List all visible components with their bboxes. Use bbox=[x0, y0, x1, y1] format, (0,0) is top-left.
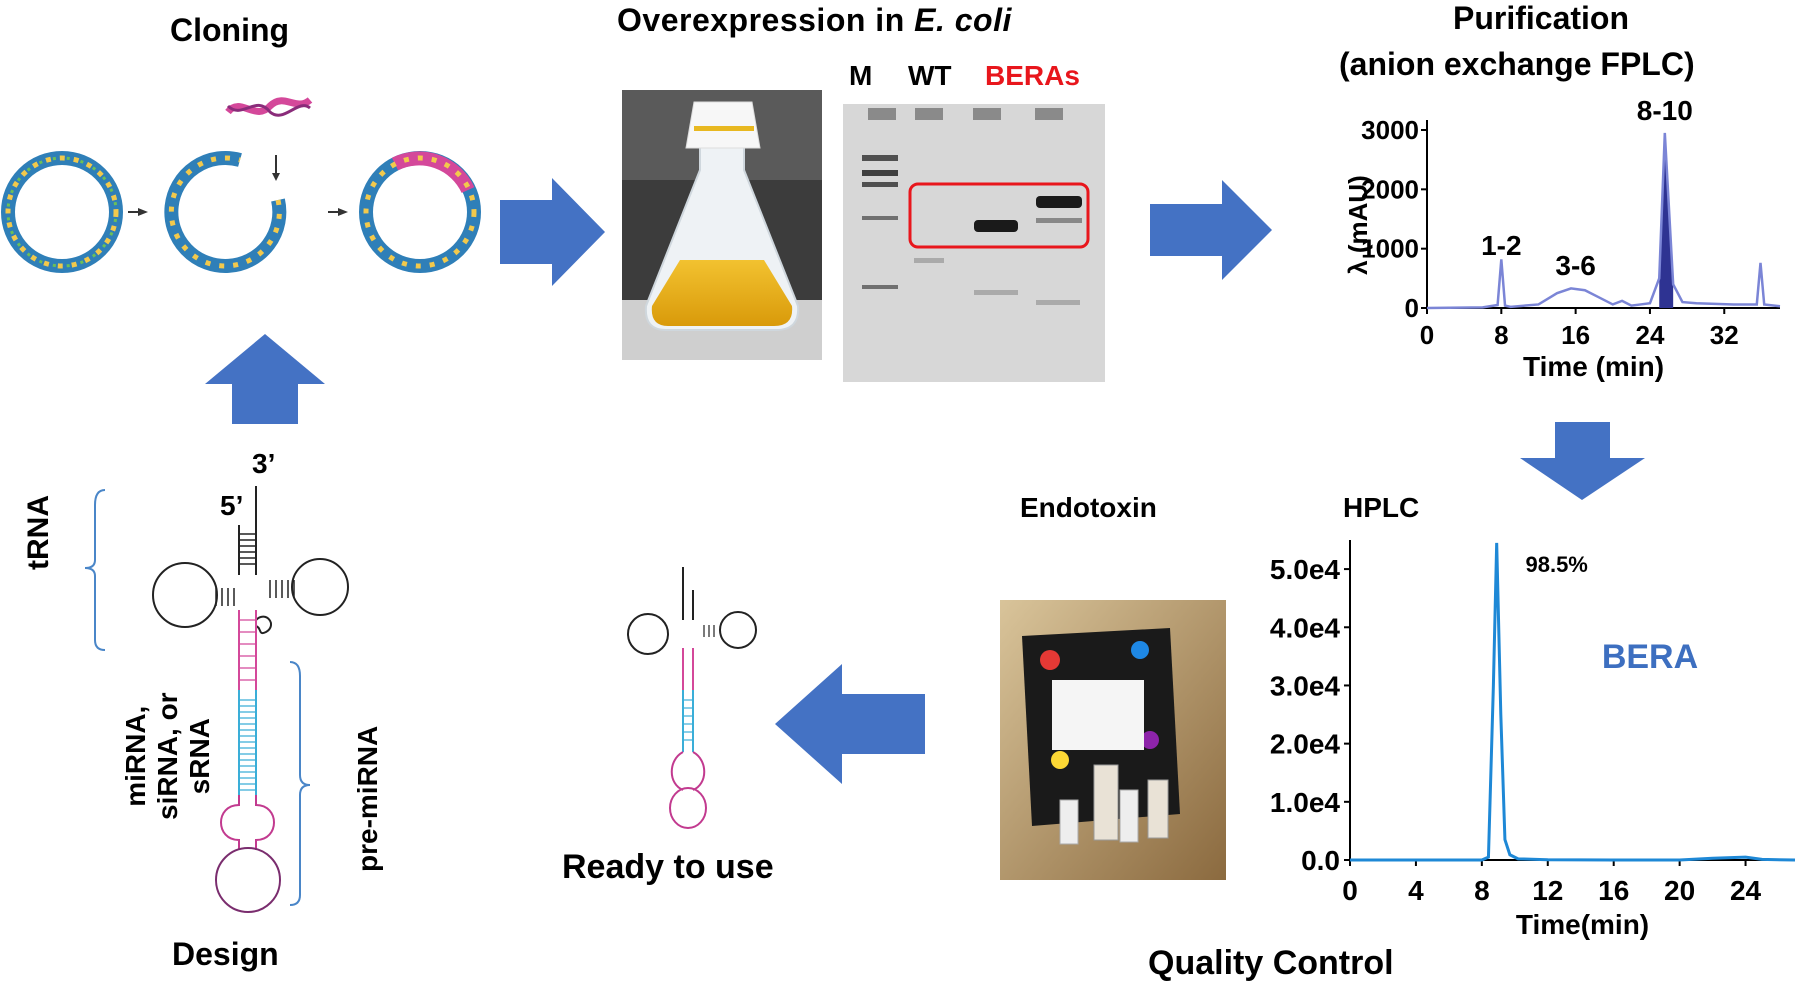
gel-lane-m: M bbox=[849, 60, 873, 91]
gel-image bbox=[843, 104, 1105, 382]
purification-title: Purification bbox=[1453, 0, 1630, 36]
fplc-x-tick-label: 0 bbox=[1420, 320, 1434, 350]
trna-structure-icon bbox=[152, 486, 349, 635]
hplc-x-tick-label: 8 bbox=[1474, 875, 1490, 906]
fplc-peak-fill bbox=[1659, 132, 1674, 308]
ecoli-text: E. coli bbox=[914, 2, 1012, 38]
hplc-x-tick-label: 12 bbox=[1532, 875, 1563, 906]
trna-label: tRNA bbox=[22, 495, 55, 570]
five-prime-label: 5’ bbox=[220, 490, 244, 521]
fplc-peak-label: 8-10 bbox=[1637, 95, 1693, 126]
fplc-x-tick-label: 8 bbox=[1494, 320, 1508, 350]
purification-subtitle: (anion exchange FPLC) bbox=[1339, 46, 1695, 82]
cloning-title: Cloning bbox=[170, 12, 290, 48]
hplc-y-tick-label: 2.0e4 bbox=[1270, 729, 1340, 760]
fplc-x-tick-label: 16 bbox=[1561, 320, 1590, 350]
hplc-series-line bbox=[1350, 542, 1796, 862]
ready-rna-icon bbox=[627, 567, 757, 829]
gel-lane-beras: BERAs bbox=[985, 60, 1080, 91]
fplc-peak-label: 1-2 bbox=[1481, 230, 1521, 261]
hplc-x-tick-label: 24 bbox=[1730, 875, 1762, 906]
recombinant-plasmid-icon bbox=[359, 151, 481, 273]
fplc-x-tick-label: 32 bbox=[1710, 320, 1739, 350]
three-prime-label: 3’ bbox=[252, 448, 276, 479]
hplc-y-tick-label: 1.0e4 bbox=[1270, 787, 1340, 818]
arrow-up bbox=[205, 334, 325, 424]
fplc-x-axis-label: Time (min) bbox=[1523, 351, 1664, 382]
hplc-y-tick-label: 0.0 bbox=[1301, 845, 1340, 876]
fplc-x-tick-label: 24 bbox=[1635, 320, 1664, 350]
pre-mirna-label: pre-miRNA bbox=[352, 725, 383, 872]
small-arrow-icon bbox=[138, 208, 148, 216]
flask-photo bbox=[622, 90, 822, 360]
arrow-left bbox=[775, 664, 925, 784]
ready-to-use-label: Ready to use bbox=[562, 848, 774, 886]
fplc-peak-label: 3-6 bbox=[1555, 250, 1595, 281]
plasmid-icon bbox=[1, 151, 123, 273]
hplc-x-axis-label: Time(min) bbox=[1516, 909, 1649, 940]
arrow-down bbox=[1520, 422, 1645, 500]
pre-mirna-stem-icon bbox=[215, 610, 281, 913]
hplc-x-tick-label: 4 bbox=[1408, 875, 1424, 906]
brackets bbox=[84, 489, 311, 906]
hplc-y-tick-label: 3.0e4 bbox=[1270, 670, 1340, 701]
arrow-right-1 bbox=[500, 178, 605, 286]
hplc-label: HPLC bbox=[1343, 492, 1420, 523]
hplc-x-tick-label: 0 bbox=[1342, 875, 1358, 906]
open-plasmid-icon bbox=[164, 151, 287, 273]
hplc-chart: 0.0 1.0e4 2.0e4 3.0e4 4.0e4 5.0e4 0 4 8 12 16 20 24T… bbox=[1270, 540, 1796, 940]
overexpression-title: Overexpression in E. coli bbox=[617, 2, 1012, 39]
fplc-y-tick-label: 2000 bbox=[1361, 174, 1419, 204]
hplc-series-name: BERA bbox=[1602, 638, 1698, 676]
fplc-y-axis-label: λ (mAU) bbox=[1343, 175, 1373, 275]
fplc-series-line bbox=[1426, 132, 1781, 310]
fplc-y-tick-label: 3000 bbox=[1361, 115, 1419, 145]
design-title: Design bbox=[172, 936, 279, 972]
mirna-line2: siRNA, or bbox=[152, 692, 183, 820]
mirna-label: miRNA, siRNA, or sRNA bbox=[120, 692, 216, 820]
hplc-y-tick-label: 5.0e4 bbox=[1270, 554, 1340, 585]
insert-dna-icon bbox=[225, 97, 313, 117]
endotoxin-kit-photo bbox=[1000, 600, 1226, 880]
hplc-purity-label: 98.5% bbox=[1525, 552, 1587, 577]
endotoxin-label: Endotoxin bbox=[1020, 492, 1157, 523]
hplc-x-tick-label: 20 bbox=[1664, 875, 1695, 906]
fplc-y-tick-label: 1000 bbox=[1361, 234, 1419, 264]
mirna-line3: sRNA bbox=[184, 718, 215, 795]
arrow-right-2 bbox=[1150, 180, 1272, 280]
hplc-y-tick-label: 4.0e4 bbox=[1270, 612, 1340, 643]
quality-control-label: Quality Control bbox=[1148, 944, 1394, 982]
overexpression-text: Overexpression in bbox=[617, 2, 915, 38]
mirna-line1: miRNA, bbox=[120, 705, 151, 807]
fplc-y-tick-label: 0 bbox=[1405, 293, 1419, 323]
gel-lane-wt: WT bbox=[908, 60, 952, 91]
hplc-x-tick-label: 16 bbox=[1598, 875, 1629, 906]
fplc-chart: 0 1000 2000 3000 0 8 16 24 32 λ (mAU) Time (min) 1-… bbox=[1343, 95, 1781, 382]
